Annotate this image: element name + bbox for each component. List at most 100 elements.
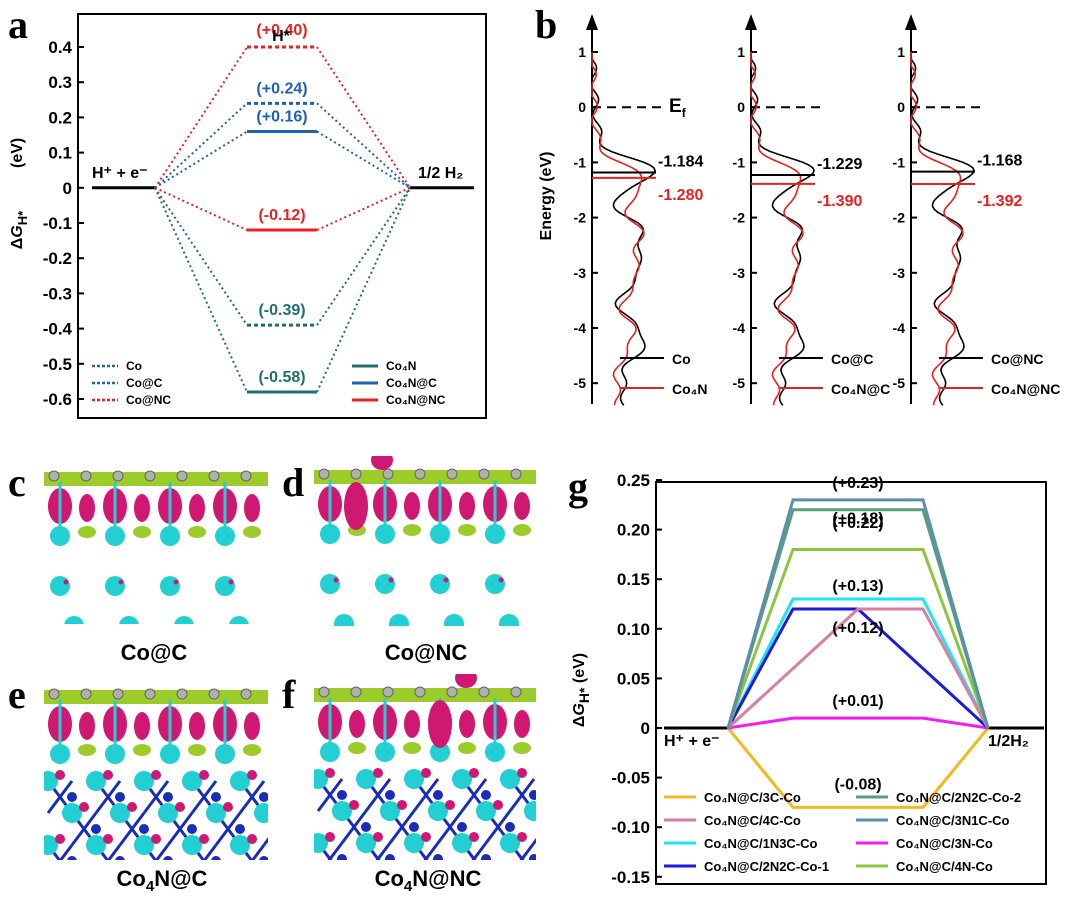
panel-a-value-label: (+0.40) — [256, 22, 307, 39]
charge-lobe — [373, 832, 383, 842]
panel-b-ytick-label: -4 — [733, 320, 746, 336]
panel-b-axis-arrow — [745, 14, 757, 30]
panel-b-center-red-label: -1.392 — [977, 193, 1022, 210]
charge-lobe — [247, 770, 257, 780]
nitrogen-atom — [457, 822, 467, 832]
bond — [558, 843, 582, 875]
cobalt-atom — [485, 524, 505, 544]
charge-lobe — [517, 832, 527, 842]
panel-b-dos-red — [591, 52, 645, 406]
carbon-atom — [350, 686, 362, 698]
nitrogen-atom — [553, 822, 563, 832]
charge-lobe — [428, 700, 452, 748]
bond — [288, 845, 312, 877]
carbon-atom — [144, 470, 156, 482]
charge-lobe — [541, 800, 551, 810]
charge-lobe — [469, 832, 479, 842]
panel-a-chart: 0.40.30.20.10-0.1-0.2-0.3-0.4-0.5-0.6 (-… — [9, 13, 487, 419]
bond — [582, 811, 606, 843]
cobalt-atom — [554, 614, 574, 634]
carbon-atom — [414, 686, 426, 698]
cobalt-atom — [160, 744, 180, 764]
panel-a-legend-label: Co — [126, 359, 142, 373]
nitrogen-atom — [385, 854, 395, 860]
charge-lobe — [455, 674, 477, 688]
panel-g-chart: 0.250.200.150.100.050-0.05-0.10-0.15 (+0… — [571, 471, 1047, 887]
cobalt-atom — [50, 744, 70, 764]
panel-b-ytick-label: 0 — [737, 99, 745, 115]
structure-d — [314, 456, 574, 634]
panel-g-ytick-label: 0 — [641, 719, 650, 738]
nitrogen-atom — [529, 854, 536, 860]
panel-b-ytick-label: -2 — [733, 210, 746, 226]
nitrogen-atom — [211, 792, 221, 802]
charge-lobe — [295, 770, 305, 780]
panel-a-legend-label: Co₄N — [386, 359, 416, 373]
panel-b-dos-black — [591, 52, 656, 406]
carbon-atom — [318, 468, 330, 480]
bond — [288, 845, 312, 877]
panel-label-g: g — [568, 464, 588, 509]
panel-b-ytick-label: -5 — [574, 375, 587, 391]
panel-a-ylabel-unit: (eV) — [9, 138, 26, 168]
panel-a-top-label: H* — [272, 28, 291, 45]
cobalt-atom — [105, 744, 125, 764]
panel-a-connector — [154, 186, 248, 231]
panel-g-ytick-label: -0.05 — [611, 769, 650, 788]
panel-a-connector — [316, 130, 411, 189]
carbon-atom — [510, 686, 522, 698]
panel-g-series-5 — [726, 498, 990, 729]
panel-b-center-black-label: -1.229 — [817, 156, 862, 173]
caption-d: Co@NC — [385, 640, 468, 665]
panel-g-series-2 — [726, 597, 990, 729]
panel-b-ytick-label: -2 — [893, 210, 906, 226]
charge-lobe — [189, 712, 205, 740]
caption-e: Co4N@C — [117, 866, 208, 895]
charge-lobe — [513, 742, 531, 754]
carbon-atom — [478, 468, 490, 480]
bond — [154, 844, 170, 860]
charge-lobe — [458, 524, 476, 536]
carbon-atom — [382, 468, 394, 480]
panel-a-ytick-label: -0.5 — [43, 355, 72, 374]
cobalt-atom — [160, 526, 180, 546]
bond — [471, 842, 488, 860]
charge-lobe — [188, 744, 206, 756]
charge-lobe — [243, 744, 261, 756]
cobalt-atom — [215, 576, 235, 596]
charge-density-layer — [44, 472, 268, 486]
charge-lobe — [568, 742, 586, 754]
panel-a-value-label: (-0.39) — [258, 302, 305, 319]
panel-a-ytick-label: 0 — [63, 179, 72, 198]
cobalt-atom — [278, 771, 298, 791]
nitrogen-atom — [433, 790, 443, 800]
carbon-atom — [446, 686, 458, 698]
panel-g-legend-label: Co₄N@C/3N1C-Co — [896, 813, 1010, 828]
nitrogen-atom — [67, 792, 77, 802]
panel-a-connector — [316, 186, 411, 231]
charge-lobe — [271, 802, 281, 812]
charge-lobe — [348, 742, 366, 754]
panel-g-legend-label: Co₄N@C/4N-Co — [896, 859, 993, 874]
charge-lobe — [554, 578, 559, 583]
charge-lobe — [404, 710, 420, 738]
charge-lobe — [498, 577, 504, 583]
bond — [558, 779, 582, 811]
carbon-atom — [240, 688, 252, 700]
charge-lobe — [103, 770, 113, 780]
cobalt-atom — [380, 801, 400, 821]
charge-lobe — [404, 492, 420, 520]
charge-lobe — [173, 579, 179, 585]
cobalt-atom — [134, 835, 154, 855]
panel-g-series-3 — [726, 607, 990, 730]
cobalt-atom — [452, 769, 472, 789]
cobalt-atom — [119, 616, 139, 624]
bond — [166, 812, 194, 846]
panel-a-ytick-label: -0.1 — [43, 214, 72, 233]
cobalt-atom — [64, 616, 84, 624]
bond — [214, 812, 242, 846]
bond — [106, 844, 122, 860]
panel-b-center-black-label: -1.184 — [658, 154, 703, 171]
carbon-atom — [80, 688, 92, 700]
